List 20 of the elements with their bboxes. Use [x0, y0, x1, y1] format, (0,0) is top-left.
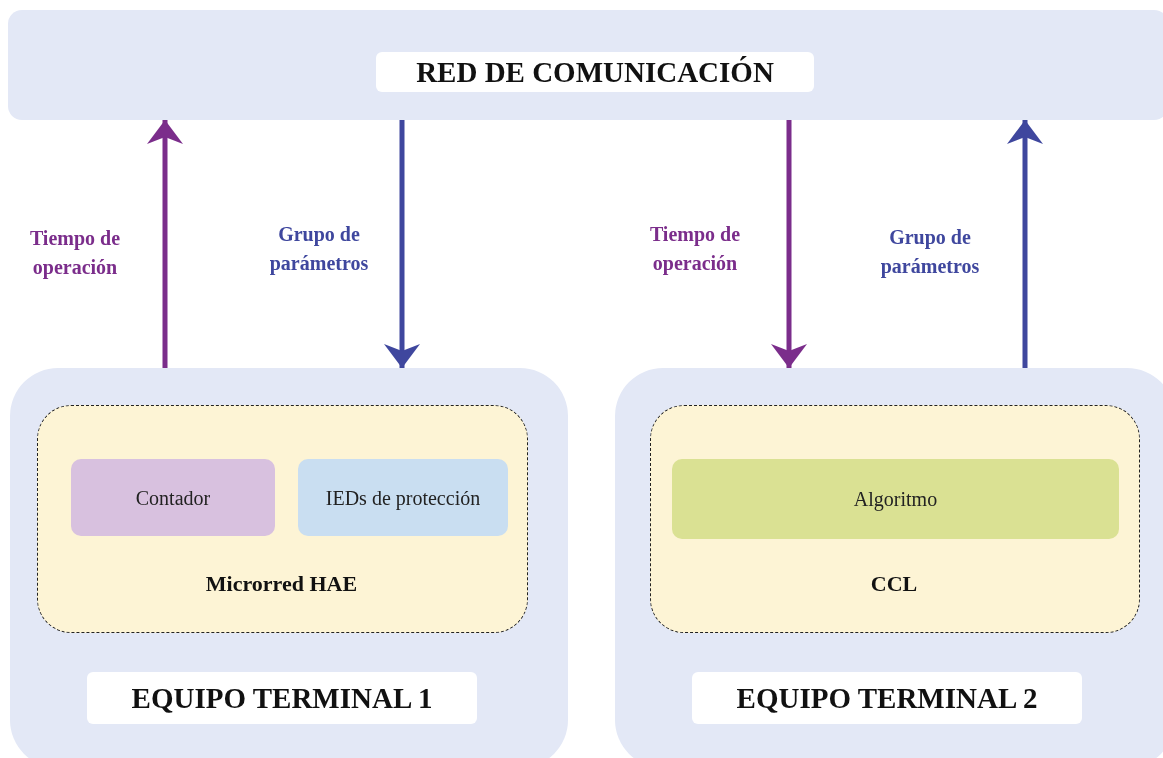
- group-title: Microrred HAE: [204, 570, 359, 598]
- terminal-title: EQUIPO TERMINAL 1: [87, 672, 477, 724]
- terminal-panel: [10, 368, 568, 758]
- arrow: [1007, 120, 1043, 368]
- terminal-panel: [615, 368, 1163, 758]
- component-box: [71, 459, 275, 536]
- terminal-title: EQUIPO TERMINAL 2: [692, 672, 1082, 724]
- component-box: [672, 459, 1119, 539]
- arrow: [384, 120, 420, 368]
- dashed-group-box: [650, 405, 1140, 633]
- arrow: [771, 120, 807, 368]
- group-title: CCL: [869, 570, 919, 598]
- component-label: Algoritmo: [852, 487, 939, 513]
- component-box: [298, 459, 508, 536]
- component-label: Contador: [134, 485, 212, 511]
- dashed-group-box: [37, 405, 528, 633]
- network-band: [8, 10, 1163, 120]
- arrow: [147, 120, 183, 368]
- network-title: RED DE COMUNICACIÓN: [376, 52, 814, 92]
- component-label: IEDs de protección: [324, 485, 482, 512]
